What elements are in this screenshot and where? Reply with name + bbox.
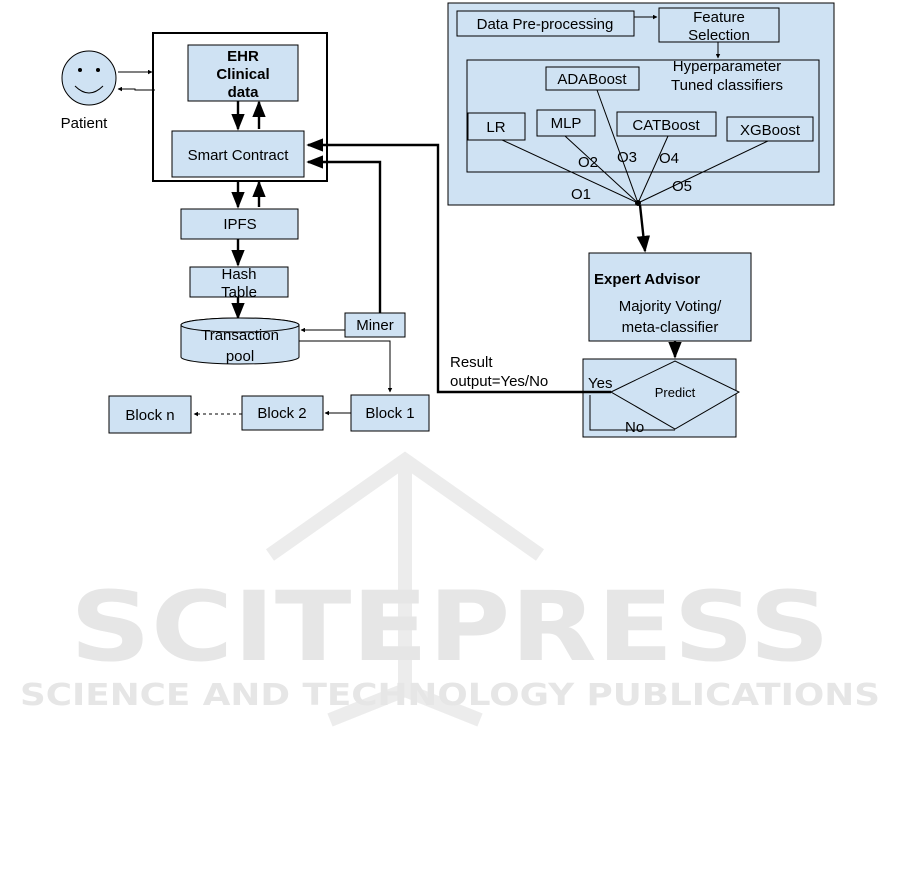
output-o2: O2 [578, 154, 598, 171]
output-o1: O1 [571, 186, 591, 203]
mlp-box [536, 109, 596, 137]
result-line2: output=Yes/No [450, 373, 548, 390]
arrow-pool-to-block1 [299, 340, 393, 393]
ehr-clinical-data-box [187, 44, 299, 102]
adaboost-label: ADABoost [557, 71, 627, 88]
patient-label: Patient [61, 115, 109, 132]
smiley-face-icon [61, 50, 117, 106]
preprocessing-box [456, 10, 635, 37]
block-2-label: Block 2 [257, 405, 306, 422]
output-o3: O3 [617, 149, 637, 166]
preprocessing-label: Data Pre-processing [477, 16, 614, 33]
ehr-data-label: data [228, 84, 260, 101]
block-n-label: Block n [125, 407, 174, 424]
block-1-box [350, 394, 430, 432]
predict-no-line [589, 395, 675, 431]
hash-table-box [189, 266, 289, 298]
ehr-title: EHR [227, 48, 259, 65]
watermark: SCITEPRESS SCIENCE AND TECHNOLOGY PUBLIC… [20, 451, 880, 727]
miner-box [344, 312, 406, 338]
expert-advisor-line1: Majority Voting/ [619, 298, 722, 315]
lr-label: LR [486, 119, 505, 136]
hyperparameter-line2: Tuned classifiers [671, 77, 783, 94]
transaction-pool-line2: pool [226, 348, 254, 365]
catboost-box [616, 111, 717, 137]
xgboost-box [726, 116, 814, 142]
expert-advisor-box [588, 252, 752, 342]
watermark-title: SCITEPRESS [70, 571, 830, 683]
predict-label: Predict [655, 385, 696, 400]
arrow-miner-to-smart-contract [306, 155, 382, 313]
feature-selection-box [658, 7, 780, 43]
hash-table-line2: Table [221, 284, 257, 301]
miner-label: Miner [356, 317, 394, 334]
convergence-point [635, 200, 641, 206]
ipfs-box [180, 208, 299, 240]
arrow-ehr-to-patient [117, 86, 155, 92]
expert-advisor-title: Expert Advisor [594, 271, 700, 288]
result-line1: Result [450, 354, 493, 371]
predict-diamond [609, 360, 741, 430]
lr-box [467, 112, 526, 141]
expert-advisor-line2: meta-classifier [622, 319, 719, 336]
watermark-subtitle: SCIENCE AND TECHNOLOGY PUBLICATIONS [20, 678, 880, 713]
ipfs-label: IPFS [223, 216, 256, 233]
patient: Patient [61, 50, 117, 132]
mlp-label: MLP [551, 115, 582, 132]
output-o5: O5 [672, 178, 692, 195]
hyperparameter-line1: Hyperparameter [673, 58, 781, 75]
feature-selection-line2: Selection [688, 27, 750, 44]
catboost-label: CATBoost [632, 117, 700, 134]
arrow-result-to-smart-contract [306, 138, 611, 394]
block-1-label: Block 1 [365, 405, 414, 422]
ehr-container [152, 32, 328, 182]
smart-contract-label: Smart Contract [188, 147, 290, 164]
block-n-box [108, 395, 192, 434]
adaboost-box [545, 66, 640, 91]
arrow-to-expert-advisor [636, 204, 651, 253]
predict-no-label: No [625, 419, 644, 436]
classifier-output-lines [499, 89, 771, 204]
output-o4: O4 [659, 150, 679, 167]
predict-yes-label: Yes [588, 375, 612, 392]
hash-table-line1: Hash [221, 266, 256, 283]
feature-selection-line1: Feature [693, 9, 745, 26]
watermark-book-icon [265, 451, 545, 727]
transaction-pool-line1: Transaction [201, 327, 279, 344]
smart-contract-box [171, 130, 305, 178]
ehr-clinical-label: Clinical [216, 66, 269, 83]
block-2-box [241, 395, 324, 431]
xgboost-label: XGBoost [740, 122, 801, 139]
